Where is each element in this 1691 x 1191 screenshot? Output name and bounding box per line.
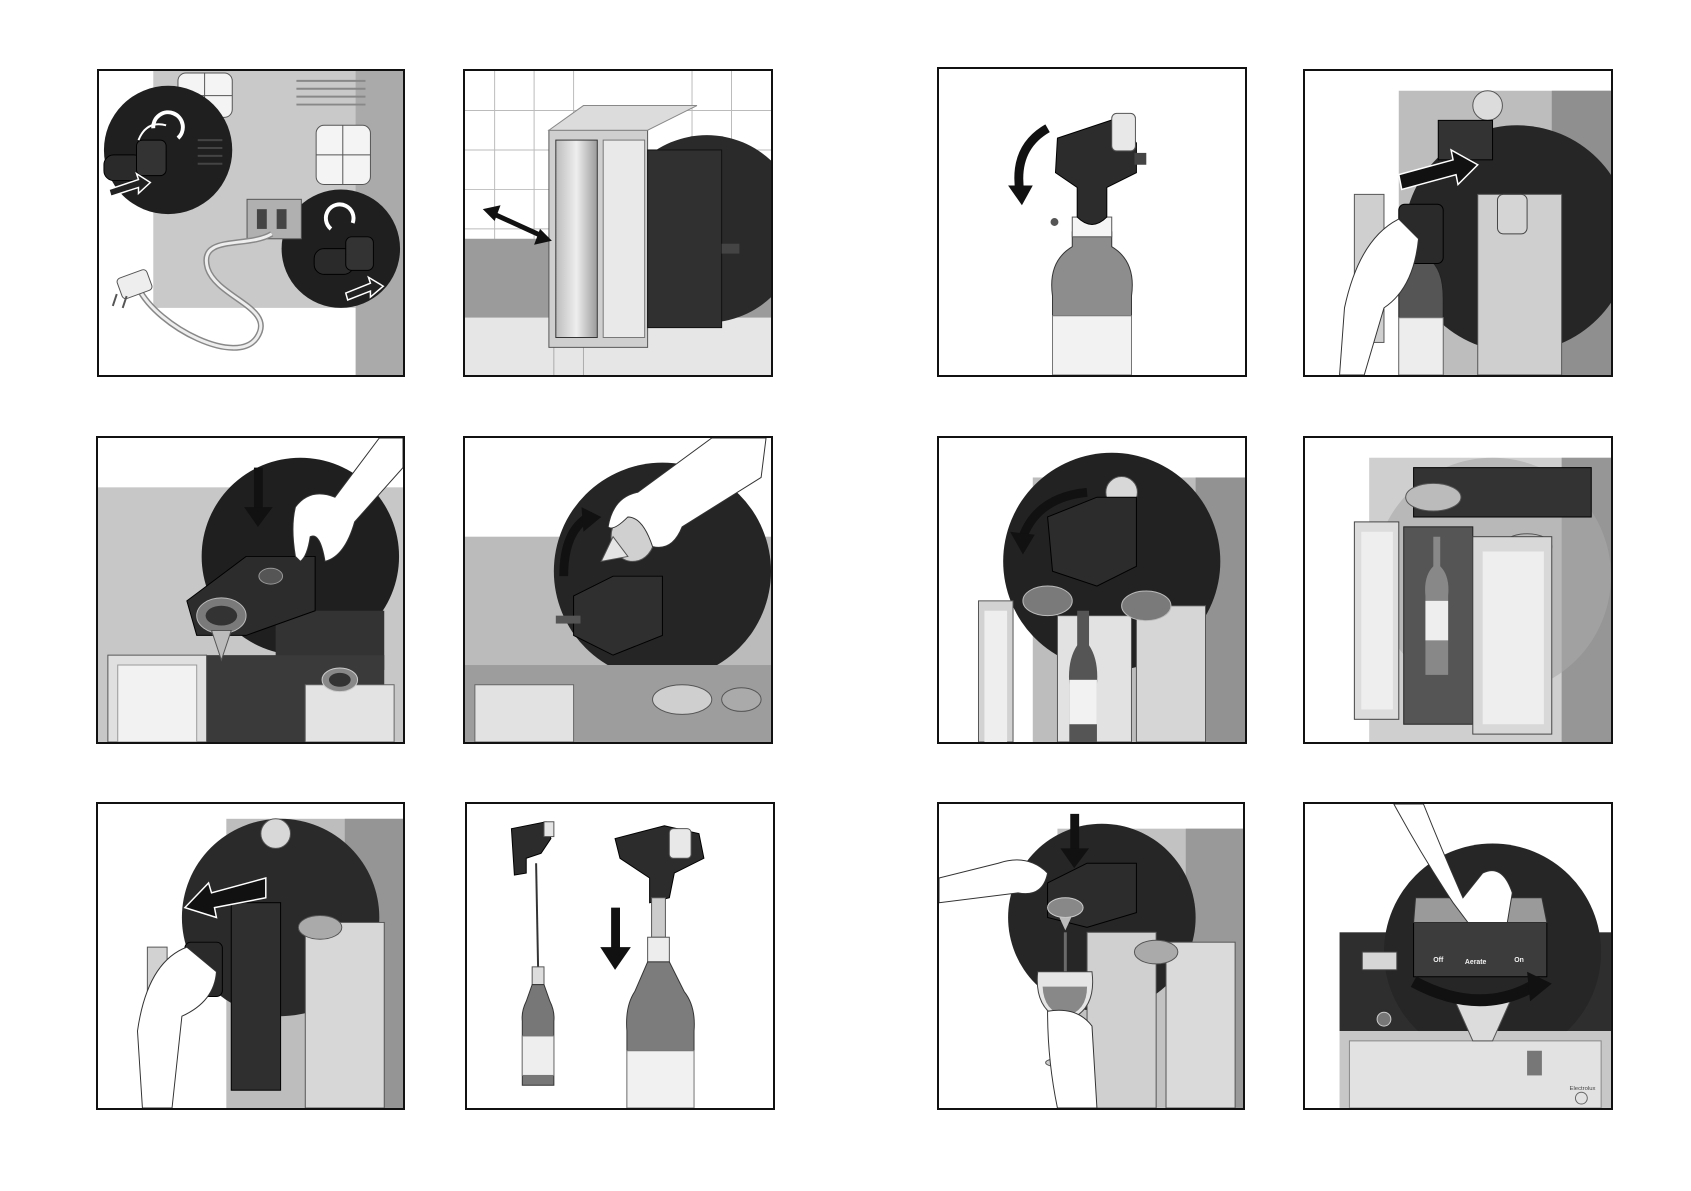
panel-insert-straw: [465, 802, 775, 1110]
closed-door-icon: [1305, 438, 1611, 742]
insert-straw-icon: [467, 804, 773, 1108]
brand-label: Electrolux: [1570, 1086, 1596, 1092]
slide-head-into-unit-icon: [1305, 71, 1611, 375]
rotate-lever-icon: [939, 438, 1245, 742]
panel-dispense-glass: [937, 802, 1245, 1110]
panel-connect-power: [97, 69, 405, 377]
press-button-icon: [98, 438, 403, 742]
cabinet-placement-icon: [465, 71, 771, 375]
panel-rotate-cap: [463, 436, 773, 744]
aerate-dial-icon: Off Aerate On Electrolux: [1305, 804, 1611, 1108]
panel-cabinet-placement: [463, 69, 773, 377]
panel-rotate-lever: [937, 436, 1247, 744]
panel-remove-head: [96, 802, 405, 1110]
wall-mounting-connector-icon: [99, 71, 403, 375]
panel-attach-head: [937, 67, 1247, 377]
panel-closed-door: [1303, 436, 1613, 744]
panel-slide-head: [1303, 69, 1613, 377]
panel-aerate-dial: Off Aerate On Electrolux: [1303, 802, 1613, 1110]
panel-press-button: [96, 436, 405, 744]
dial-on-label: On: [1514, 957, 1524, 964]
dispense-glass-icon: [939, 804, 1243, 1108]
bottle-head-attach-icon: [939, 69, 1245, 375]
rotate-cap-icon: [465, 438, 771, 742]
dial-aerate-label: Aerate: [1465, 959, 1487, 966]
dial-off-label: Off: [1433, 957, 1444, 964]
remove-head-icon: [98, 804, 403, 1108]
